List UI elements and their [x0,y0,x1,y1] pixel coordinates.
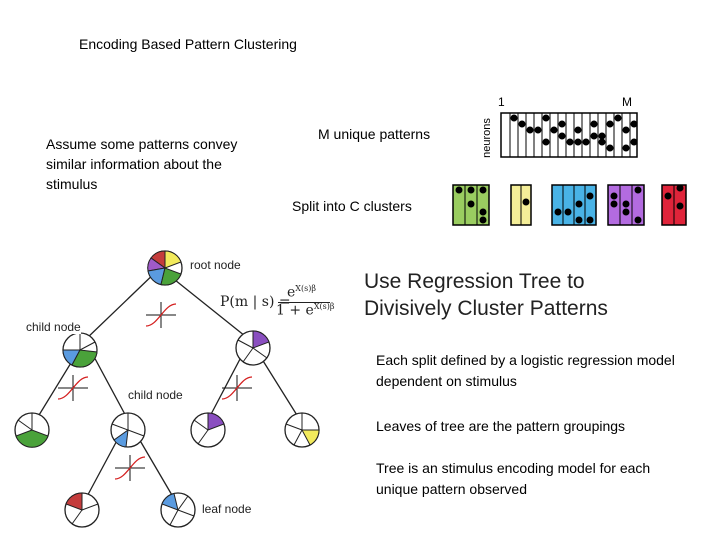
child-node-label-left: child node [26,320,81,334]
bullet-2: Leaves of tree are the pattern groupings [376,418,626,434]
root-node-label: root node [190,258,241,272]
leaf-pie-yellow [284,412,320,448]
leaf-pie-red [64,492,100,528]
child-node-label-middle: child node [128,388,183,402]
cluster-4 [607,184,645,226]
cluster-3 [551,184,597,226]
bullet-3: Tree is an stimulus encoding model for e… [376,460,651,497]
heading-line-2: Divisively Cluster Patterns [364,297,608,320]
regression-tree [14,250,320,528]
leaf-pie-purple [190,412,226,448]
formula-denominator: 1 + eX(s)β [276,302,335,319]
cluster-blocks [452,184,687,226]
formula-lhs: P(m | s) = [220,294,291,310]
neurons-axis-label: neurons [481,118,493,158]
leaf-pie-blue [160,492,196,528]
leaf-node-label: leaf node [202,502,252,516]
child-node-right-pie [235,330,271,366]
sigmoid-icon [145,302,177,328]
main-heading: Use Regression Tree to Divisively Cluste… [364,268,608,322]
formula-numerator-exponent: X(s)β [295,284,316,293]
formula-fraction-bar [278,302,330,303]
m-unique-patterns-label: M unique patterns [318,126,431,142]
formula-numerator-base: e [287,284,296,301]
sigmoid-icon [57,375,89,401]
heading-line-1: Use Regression Tree to [364,270,585,293]
formula-denominator-base: 1 + e [276,302,314,319]
sigmoid-icon [114,455,146,481]
cluster-5 [661,184,687,226]
root-node-pie [147,250,183,286]
axis-end-label: M [622,95,632,109]
pattern-matrix [500,112,638,158]
cluster-1 [452,184,490,226]
slide-title: Encoding Based Pattern Clustering [79,36,297,52]
leaf-pie-green [14,412,50,448]
bullet-1: Each split defined by a logistic regress… [376,352,675,389]
sigmoid-icon [221,375,253,401]
formula-numerator: eX(s)β [287,284,316,301]
split-clusters-label: Split into C clusters [292,198,412,214]
assumption-text: Assume some patterns convey similar info… [46,136,238,192]
child-node-left-pie [62,332,98,368]
formula-denominator-exponent: X(s)β [313,302,335,311]
child-node-middle-pie [110,412,146,448]
cluster-2 [510,184,532,226]
axis-start-label: 1 [498,95,505,109]
